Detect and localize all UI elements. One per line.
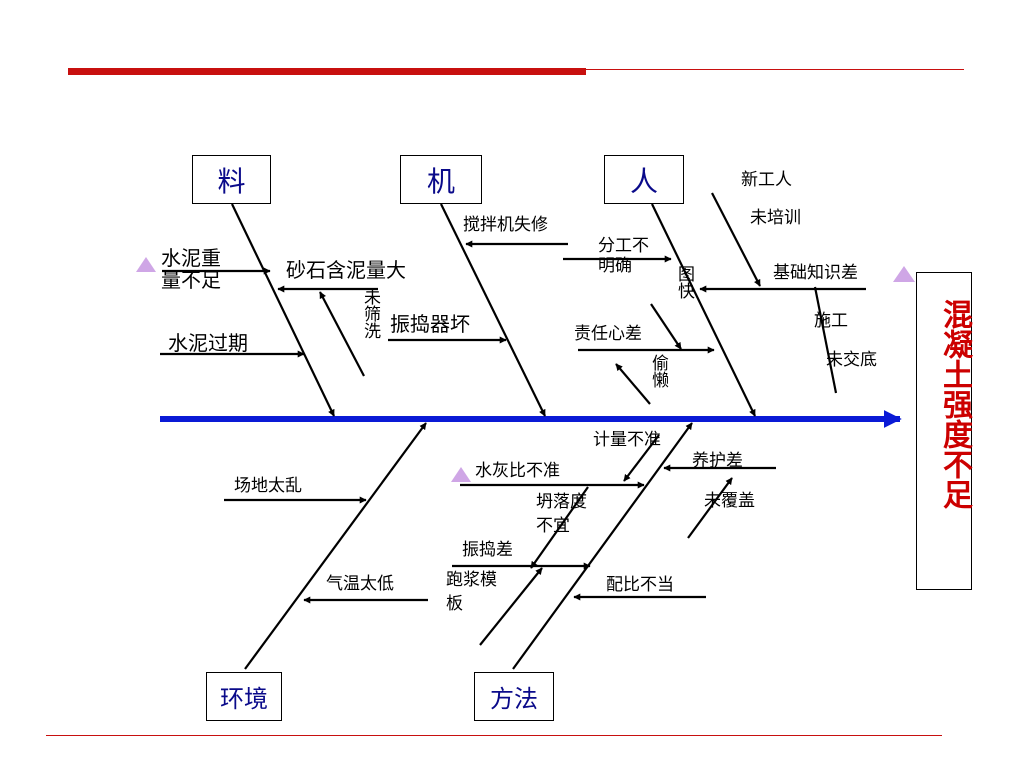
cause-temperature-low: 气温太低 xyxy=(326,574,394,594)
cause-vibration-poor: 振捣差 xyxy=(462,540,513,560)
bone-man xyxy=(651,203,756,417)
cause-not-sieved: 未筛洗 xyxy=(360,288,380,339)
cause-sand-mud: 砂石含泥量大 xyxy=(286,258,406,282)
bone-material xyxy=(231,203,335,417)
cause-metering: 计量不准 xyxy=(593,430,661,450)
cause-division-unclear: 分工不 明确 xyxy=(598,236,649,276)
bone-method xyxy=(512,422,693,670)
header-rule-thin xyxy=(586,69,964,70)
cause-construction: 施工 xyxy=(814,311,848,331)
cause-rush: 图快 xyxy=(674,265,694,299)
cause-no-briefing: 未交底 xyxy=(826,350,877,370)
category-material: 料 xyxy=(192,155,271,204)
cause-curing-poor: 养护差 xyxy=(692,451,743,471)
cause-new-workers: 新工人 xyxy=(741,170,792,190)
category-environment: 环境 xyxy=(206,672,282,721)
category-machine: 机 xyxy=(400,155,482,204)
triangle-marker-2 xyxy=(893,266,915,282)
cause-wcr-inaccurate: 水灰比不准 xyxy=(475,461,560,481)
cause-not-trained: 未培训 xyxy=(750,208,801,228)
category-man: 人 xyxy=(604,155,684,204)
triangle-marker-1 xyxy=(136,257,156,272)
cause-site-messy: 场地太乱 xyxy=(234,476,302,496)
cause-responsibility: 责任心差 xyxy=(574,324,642,344)
bone-man-right xyxy=(813,286,838,394)
cause-mix-ratio: 配比不当 xyxy=(606,575,674,595)
triangle-marker-3 xyxy=(451,467,471,482)
bone-machine xyxy=(440,203,546,417)
effect-title: 混凝土强度不足 xyxy=(937,299,972,509)
cause-cement-expired: 水泥过期 xyxy=(168,331,248,355)
cause-vibrator-broken: 振捣器坏 xyxy=(390,312,470,336)
cause-basic-knowledge: 基础知识差 xyxy=(773,263,858,283)
footer-rule xyxy=(46,735,942,736)
cause-not-covered: 未覆盖 xyxy=(704,491,755,511)
cause-slump: 坍落度不宜 xyxy=(536,492,587,536)
cause-mixer-repair: 搅拌机失修 xyxy=(463,215,548,235)
cause-lazy: 偷懒 xyxy=(648,354,668,388)
category-method: 方法 xyxy=(474,672,554,721)
effect-box: 混凝土强度不足 xyxy=(916,272,972,590)
cause-grout-leak: 跑浆模板 xyxy=(446,570,497,614)
header-rule-thick xyxy=(68,68,586,75)
cause-cement-weight: 水泥重 量不足 xyxy=(161,246,221,292)
bone-environment xyxy=(244,422,427,670)
